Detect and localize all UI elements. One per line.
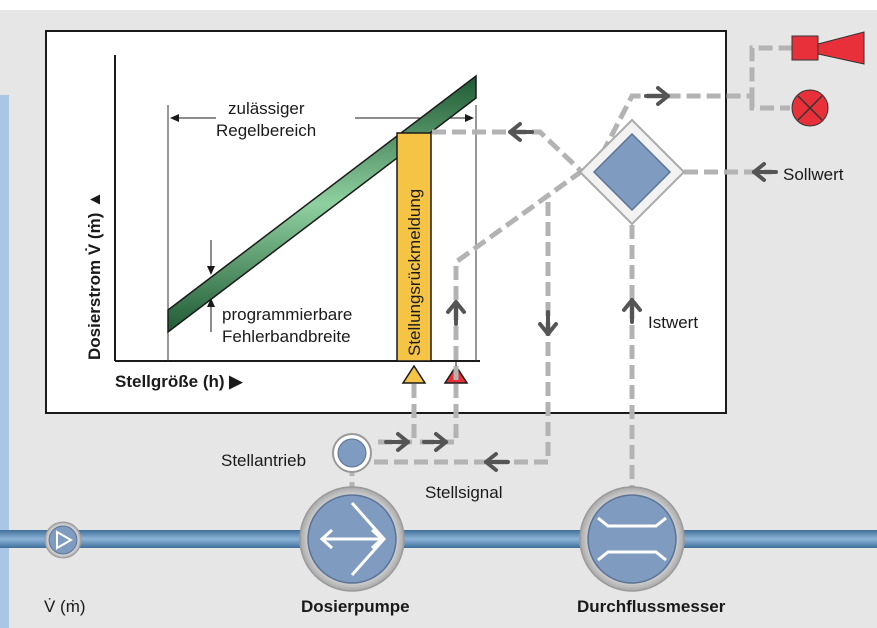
pump-icon — [299, 486, 405, 592]
actual-value-label: Istwert — [648, 313, 698, 332]
x-axis-label: Stellgröße (h) ▶ — [115, 372, 243, 391]
arrowhead-icon — [465, 114, 474, 122]
feedback-signal-line — [432, 129, 584, 174]
y-axis-label: Dosierstrom V̇ (ṁ) ▲ — [85, 191, 104, 360]
flowmeter-label: Durchflussmesser — [577, 597, 726, 616]
feedback-triangle-icon — [401, 364, 427, 384]
flow-symbol-label: V̇ (ṁ) — [44, 597, 86, 616]
feedback-bar — [396, 132, 432, 362]
horn-alarm-icon — [791, 31, 865, 65]
range-label-line1: zulässiger — [228, 99, 305, 118]
main-pipe — [0, 530, 877, 548]
controller-icon — [578, 118, 686, 226]
band-label-line2: Fehlerbandbreite — [222, 327, 351, 346]
chart-box — [45, 30, 727, 414]
flow-direction-icon — [44, 521, 82, 559]
pump-label: Dosierpumpe — [301, 597, 410, 616]
setpoint-label: Sollwert — [783, 165, 844, 184]
band-label-line1: programmierbare — [222, 305, 352, 324]
accent-stripe — [0, 95, 9, 628]
control-signal-label: Stellsignal — [425, 483, 503, 502]
upper-signal-line — [453, 45, 792, 380]
arrowhead-icon — [207, 266, 215, 275]
arrowhead-icon — [207, 298, 215, 307]
flowmeter-icon — [579, 486, 685, 592]
range-label-line2: Regelbereich — [216, 121, 316, 140]
arrowhead-icon — [170, 114, 179, 122]
lamp-alarm-icon — [791, 89, 829, 127]
actuator-icon — [332, 433, 372, 473]
feedback-bar-label: Stellungsrückmeldung — [405, 189, 424, 356]
actuator-label: Stellantrieb — [221, 451, 306, 470]
control-signal-line — [372, 202, 551, 465]
alarm-signal-line — [749, 96, 790, 111]
